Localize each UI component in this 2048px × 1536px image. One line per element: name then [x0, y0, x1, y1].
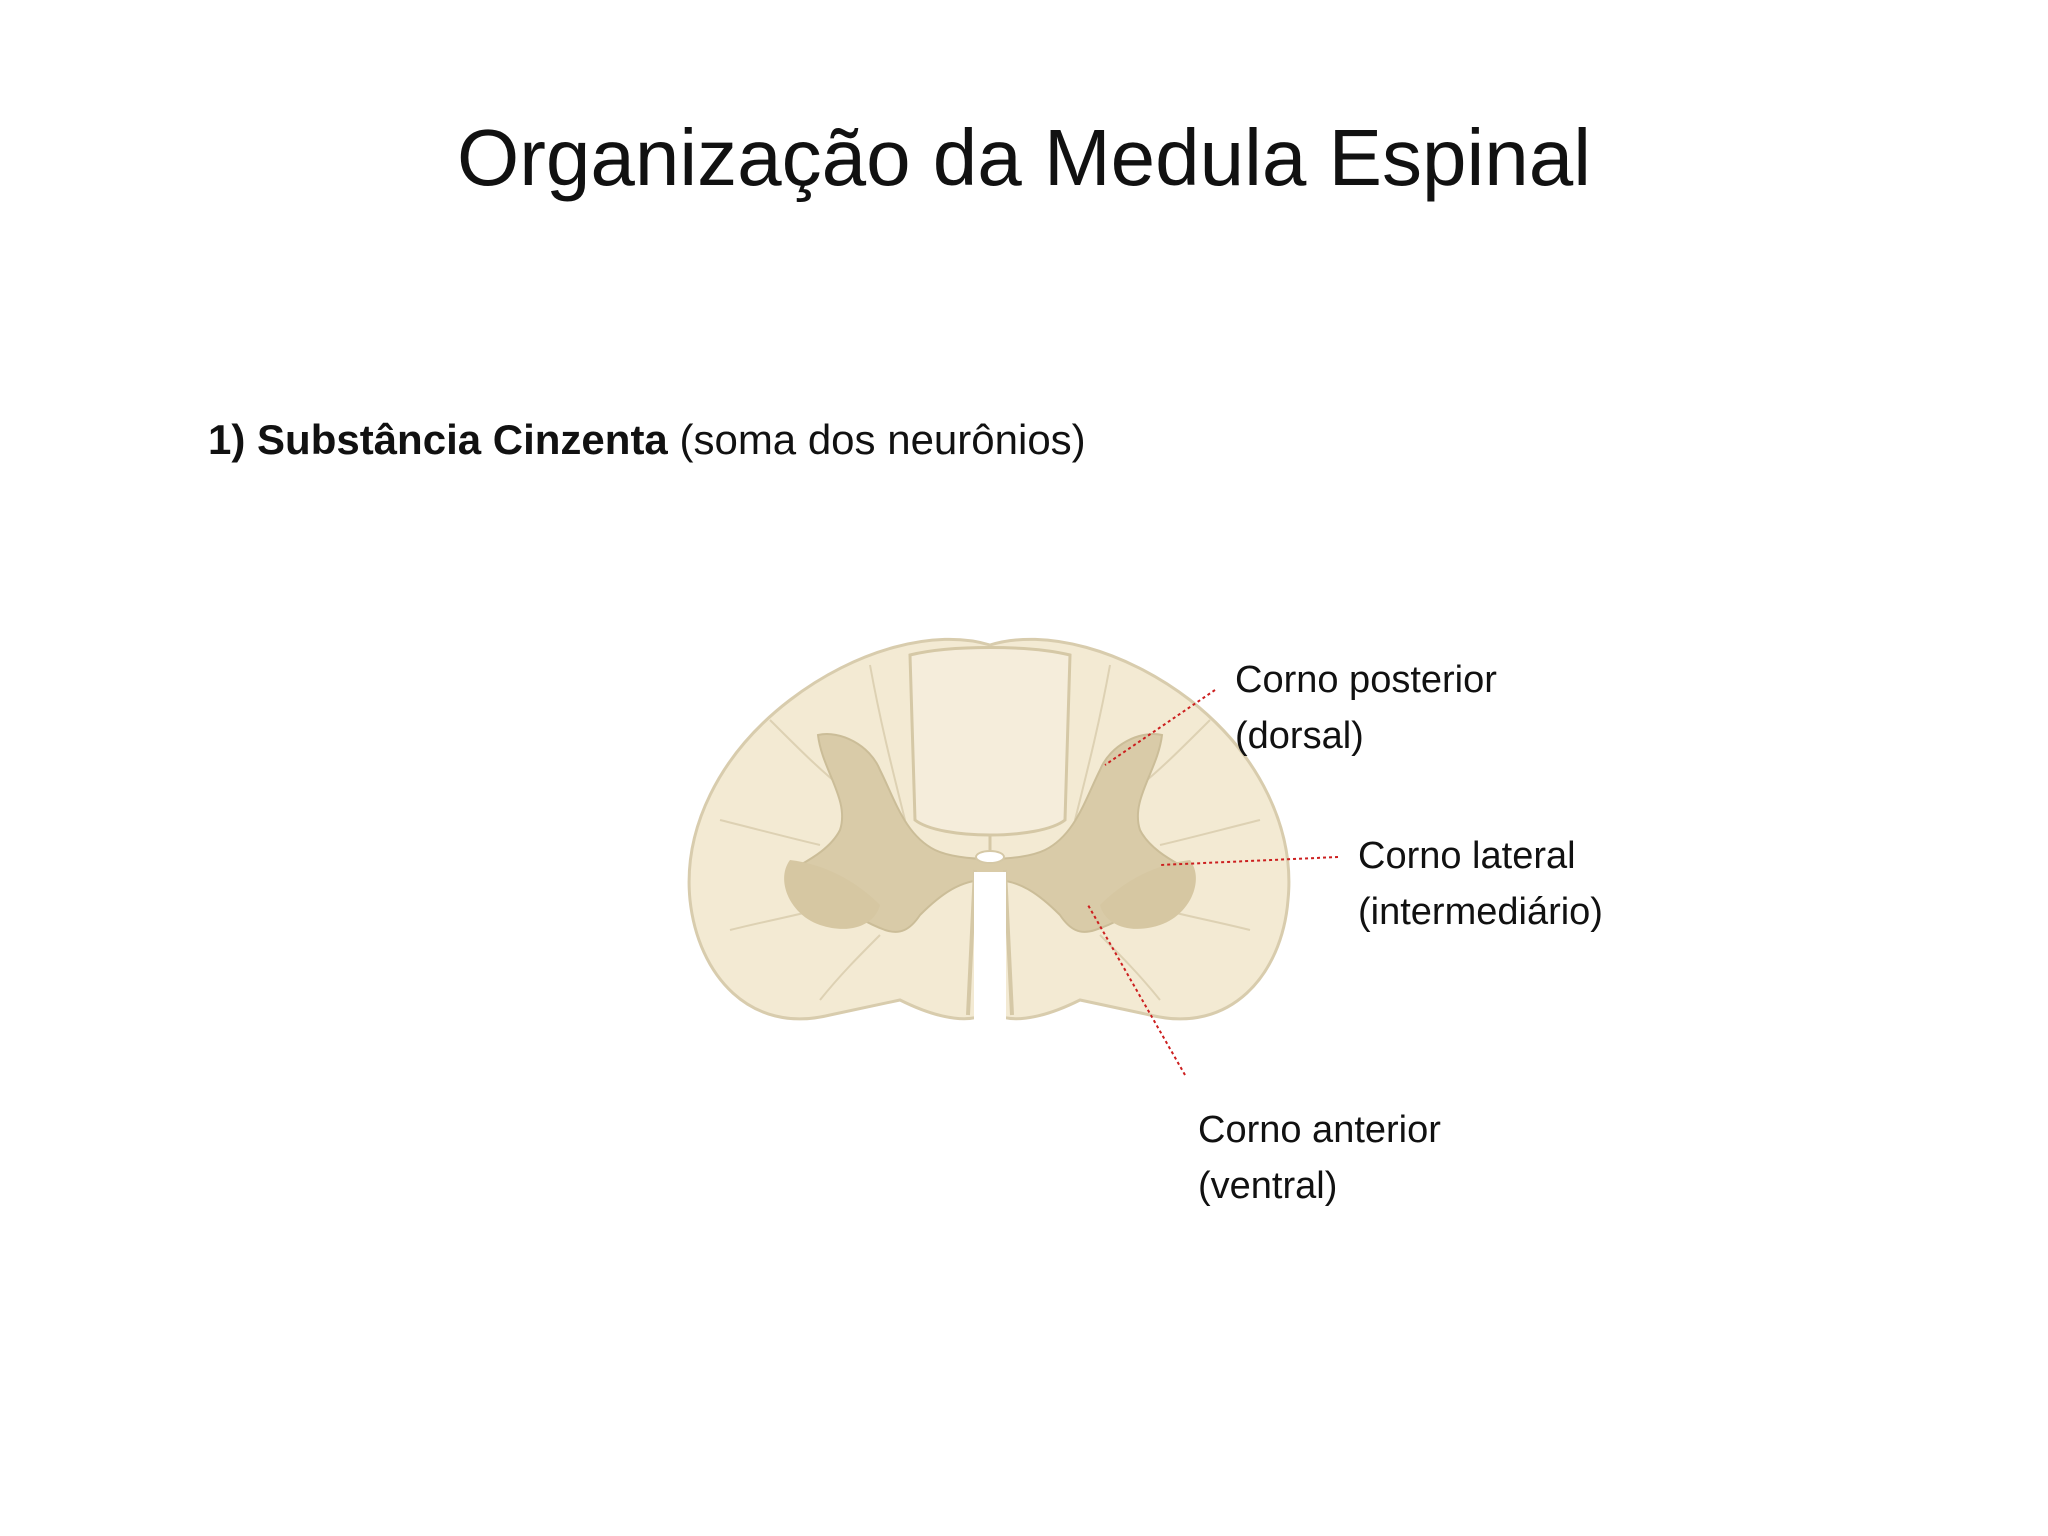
anterior-horn-left [784, 860, 880, 929]
label-corno-anterior-line2: (ventral) [1198, 1165, 1338, 1207]
leader-line-anterior [1087, 904, 1186, 1076]
anterior-fissure [966, 869, 1014, 1016]
anterior-horn-right [1100, 860, 1196, 929]
label-corno-lateral: Corno lateral (intermediário) [1358, 828, 1603, 940]
anterior-fissure-gap [974, 872, 1006, 1022]
subheading: 1) Substância Cinzenta (soma dos neurôni… [208, 412, 1086, 468]
leader-lines [1087, 689, 1339, 1076]
subheading-number: 1) [208, 416, 246, 463]
label-corno-posterior-line2: (dorsal) [1235, 715, 1364, 757]
page-title: Organização da Medula Espinal [456, 113, 1592, 202]
label-corno-lateral-line1: Corno lateral [1358, 835, 1576, 877]
subheading-bold: Substância Cinzenta [257, 416, 668, 463]
central-canal [975, 850, 1005, 864]
label-corno-posterior-line1: Corno posterior [1235, 659, 1497, 701]
subheading-rest: (soma dos neurônios) [679, 416, 1086, 463]
label-corno-posterior: Corno posterior (dorsal) [1235, 652, 1497, 764]
label-corno-anterior-line1: Corno anterior [1198, 1109, 1441, 1151]
dorsal-columns [908, 646, 1072, 837]
label-corno-anterior: Corno anterior (ventral) [1198, 1102, 1441, 1214]
leader-line-posterior [1104, 689, 1216, 766]
label-corno-lateral-line2: (intermediário) [1358, 891, 1603, 933]
